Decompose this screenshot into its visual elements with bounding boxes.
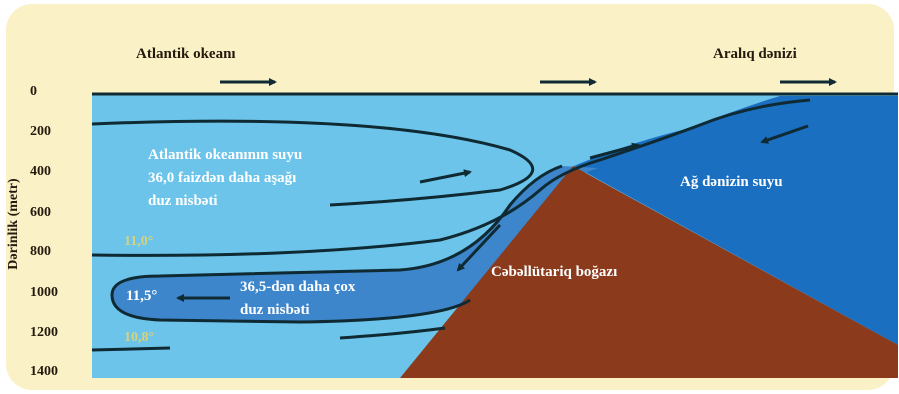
atlantic-ocean-title: Atlantik okeanı xyxy=(136,46,236,62)
atlantic-water-label-line-3: duz nisbəti xyxy=(148,193,218,209)
arrow-strait-inflow xyxy=(589,142,640,160)
y-tick-0: 0 xyxy=(30,84,37,99)
y-tick-1200: 1200 xyxy=(30,325,58,340)
arrow-mediterranean-return xyxy=(760,124,809,144)
y-tick-800: 800 xyxy=(30,244,51,259)
contour-line-lower-left xyxy=(91,346,171,352)
white-sea-water-label: Ağ dənizin suyu xyxy=(680,174,783,190)
temperature-label-1000m: 11,5° xyxy=(126,288,157,304)
atlantic-water-label-line-1: Atlantik okeanının suyu xyxy=(148,147,302,163)
contour-line-tongue-top xyxy=(110,164,563,296)
strait-label: Cəbəllütariq boğazı xyxy=(491,264,617,280)
contour-line-upper xyxy=(91,119,534,207)
temperature-label-1200m: 10,8° xyxy=(124,330,154,345)
outflow-label-line-2: duz nisbəti xyxy=(240,302,310,318)
mediterranean-sea-title: Aralıq dənizi xyxy=(713,46,797,62)
y-tick-600: 600 xyxy=(30,205,51,220)
contour-line-middle xyxy=(91,98,811,257)
y-tick-200: 200 xyxy=(30,124,51,139)
y-tick-1400: 1400 xyxy=(30,364,58,379)
seabed-strait xyxy=(400,166,898,378)
atlantic-water-label-line-2: 36,0 faizdən daha aşağı xyxy=(148,170,296,186)
arrow-atlantic-inflow xyxy=(419,169,472,184)
y-tick-1000: 1000 xyxy=(30,285,58,300)
temperature-label-800m: 11,0° xyxy=(124,234,153,249)
mediterranean-water-region xyxy=(560,96,898,345)
contour-line-tongue-bottom xyxy=(110,294,471,324)
outflow-label-line-1: 36,5-dən daha çox xyxy=(240,279,356,295)
arrow-outflow-descent xyxy=(456,223,502,272)
y-tick-400: 400 xyxy=(30,164,51,179)
outflow-water-tongue xyxy=(112,166,598,322)
contour-line-lower-right xyxy=(339,326,446,340)
